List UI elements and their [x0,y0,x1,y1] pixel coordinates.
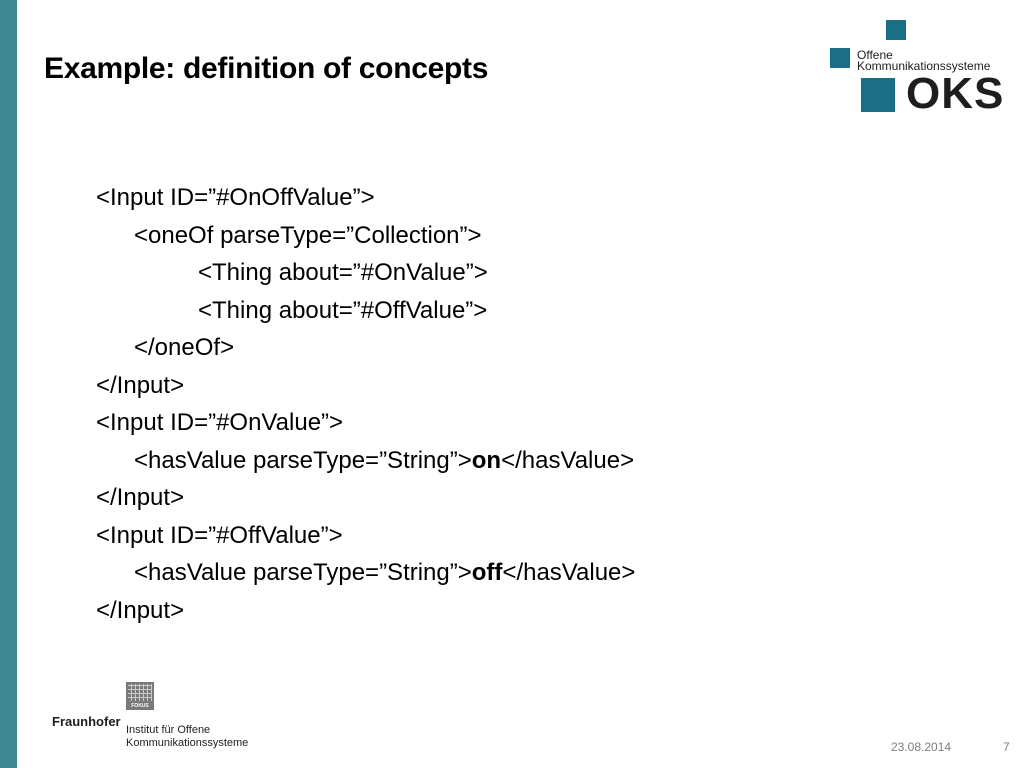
code-text: </hasValue> [501,446,635,474]
code-line: <Thing about=”#OnValue”> [198,259,488,286]
institute-line1: Institut für Offene [126,724,211,736]
code-text: <hasValue parseType=”String”> [134,559,472,586]
fraunhofer-logo: FOKUS Fraunhofer Institut für Offene Kom… [52,682,272,757]
institute-line2: Kommunikationssysteme [126,737,249,749]
slide-title: Example: definition of concepts [44,52,489,85]
logo-square-large [861,78,895,112]
code-line: <Thing about=”#OffValue”> [198,296,488,324]
code-line: </Input> [96,371,185,399]
code-line: <hasValue parseType=”String”>off</hasVal… [96,554,635,592]
logo-square-left [830,48,850,68]
oks-logo: Offene Kommunikationssysteme OKS [826,18,1011,118]
fokus-logo-icon: FOKUS [126,682,154,710]
code-line: <Input ID=”#OffValue”> [96,521,343,549]
code-example: <Input ID=”#OnOffValue”> <oneOf parseTyp… [96,179,635,629]
fraunhofer-name: Fraunhofer [52,714,121,729]
code-line: </Input> [96,596,185,624]
footer-date: 23.08.2014 [891,740,952,754]
oks-logo-line2: Kommunikationssysteme [857,59,991,73]
code-line: <oneOf parseType=”Collection”> [134,221,482,249]
code-line: </Input> [96,484,185,511]
oks-logo-line1: Offene [857,48,893,62]
code-line: <Input ID=”#OnOffValue”> [96,184,375,211]
code-line: <hasValue parseType=”String”>on</hasValu… [96,442,635,480]
code-value-bold: off [471,559,503,586]
code-line: </oneOf> [134,334,235,361]
page-number: 7 [1003,740,1010,754]
fokus-grid-pattern [128,684,152,701]
code-text: </hasValue> [502,559,636,586]
fokus-label: FOKUS [131,703,149,709]
accent-bar [0,0,17,768]
oks-wordmark: OKS [906,69,1005,118]
code-line: <Input ID=”#OnValue”> [96,409,344,436]
code-value-bold: on [471,446,502,474]
code-text: <hasValue parseType=”String”> [134,446,472,474]
logo-square-top [886,20,906,40]
